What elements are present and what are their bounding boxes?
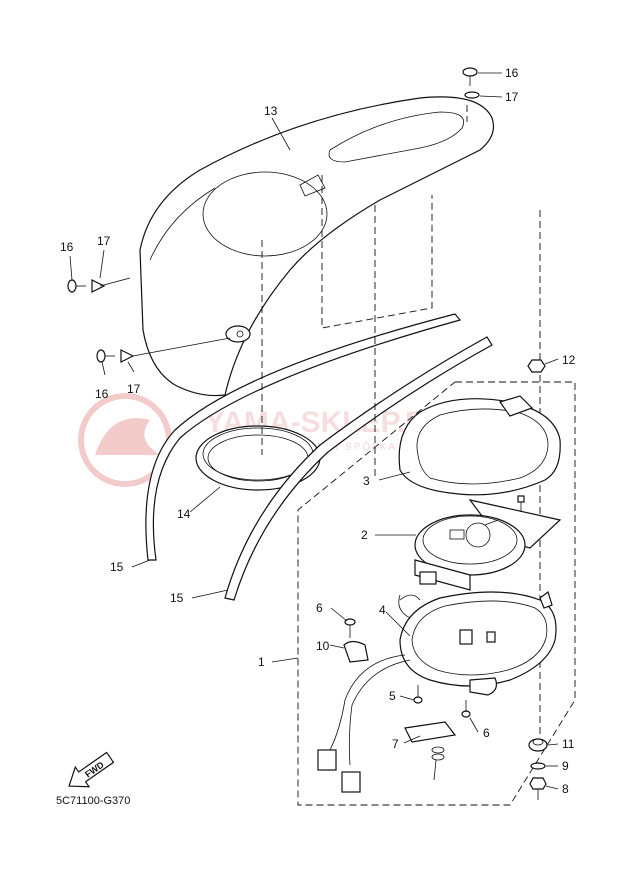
alignment-lines [261,105,541,735]
callout-16-left: 16 [60,240,74,254]
meter-cover [398,395,561,496]
washer-17-left [91,279,106,293]
callout-15-b: 15 [170,591,184,605]
screw-5 [413,685,423,704]
callout-17-left: 17 [97,234,111,248]
trim-strip-1 [145,313,462,561]
washer-10 [530,762,546,770]
bracket [404,721,457,781]
ring-gasket [195,425,321,491]
meter-case [399,591,557,696]
callout-14: 14 [177,507,191,521]
washer-17-lower [120,349,135,363]
bolt-16-left [67,279,86,293]
callout-6-upper: 6 [316,601,323,615]
nut-12 [527,359,546,373]
washer-17-top [464,91,480,99]
callout-11: 11 [562,737,575,751]
callout-12: 12 [562,353,576,367]
screw-upper [344,618,356,638]
meter-unit [414,495,562,591]
callout-numbers: 16 17 13 16 17 16 17 12 3 2 14 15 15 6 1… [60,66,576,796]
callout-9: 8 [562,782,569,796]
callout-17-lower: 17 [127,382,141,396]
bolt-16-lower [96,349,115,363]
callout-15-a: 15 [110,560,124,574]
callout-3: 3 [363,474,370,488]
screw-lower [461,700,471,718]
callout-13: 13 [264,104,278,118]
bolt-16-top [462,67,478,86]
callout-6-lower: 6 [483,726,490,740]
leader-lines [69,72,559,790]
diagram-code: 5C71100-G370 [56,795,130,807]
callout-7: 7 [392,737,399,751]
trim-strip-2 [224,336,493,601]
callout-10: 9 [562,759,569,773]
callout-2: 2 [361,528,368,542]
tank-cover [139,96,495,397]
fwd-arrow-icon: FWD [68,751,115,788]
callout-8: 10 [316,639,330,653]
wiring-harness [317,594,411,793]
callout-16-top: 16 [505,66,519,80]
clamp [343,640,369,663]
callout-16-lower: 16 [95,387,109,401]
bolt-9 [529,777,547,800]
damper-11 [528,738,548,752]
callout-1: 1 [258,655,265,669]
callout-17-top: 17 [505,90,519,104]
assembly-boundary [297,381,576,806]
callout-4: 4 [379,603,386,617]
callout-5: 5 [389,689,396,703]
